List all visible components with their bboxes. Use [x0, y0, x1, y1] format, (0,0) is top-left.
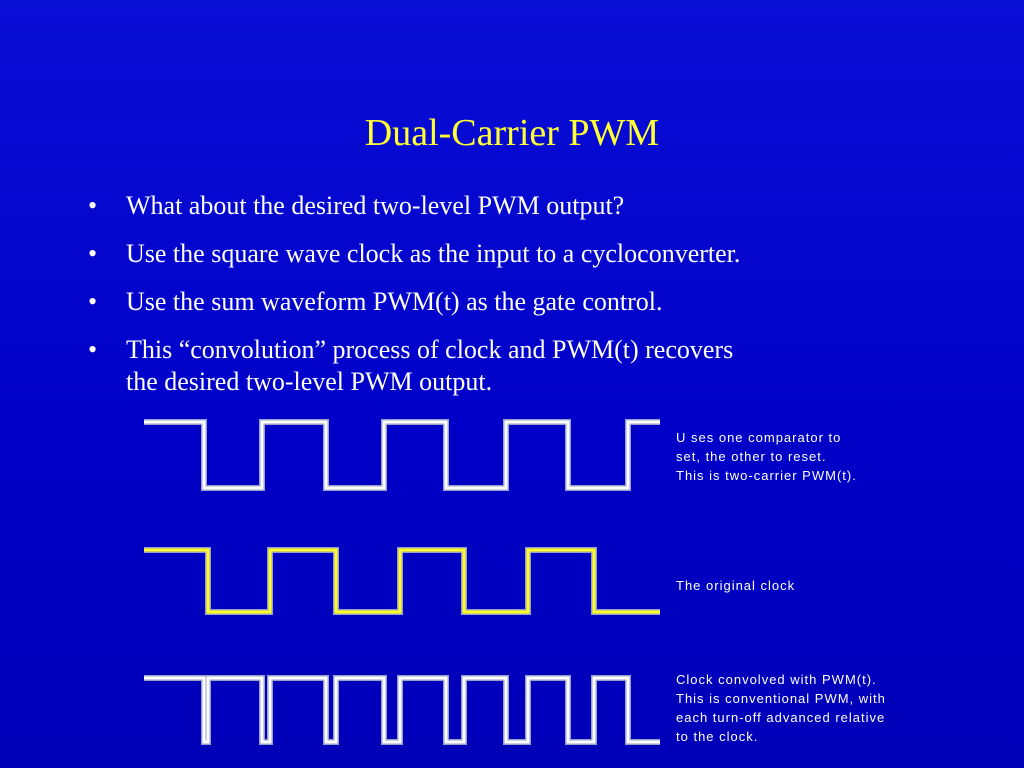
bullet-dot-icon: •	[88, 239, 98, 268]
bullet-dot-icon: •	[88, 287, 98, 316]
pwm-sum-wave-line	[144, 420, 660, 490]
bullet-text: This “convolution” process of clock and …	[126, 335, 734, 364]
convolved-waveform	[144, 675, 660, 745]
convolved-wave-outline	[144, 675, 660, 745]
pwm-sum-wave-outline	[144, 419, 660, 491]
clock-wave-line	[144, 548, 660, 614]
bullet-dot-icon: •	[88, 335, 98, 364]
caption-original-clock: The original clock	[676, 578, 796, 593]
bullet-text: What about the desired two-level PWM out…	[126, 191, 625, 220]
bullet-list: • What about the desired two-level PWM o…	[86, 190, 966, 414]
clock-waveform	[144, 547, 660, 615]
convolved-wave-line	[144, 676, 660, 744]
bullet-text: Use the square wave clock as the input t…	[126, 239, 741, 268]
slide-title: Dual-Carrier PWM	[364, 112, 660, 154]
bullet-item: • This “convolution” process of clock an…	[86, 334, 966, 398]
caption-two-carrier: U ses one comparator to set, the other t…	[676, 430, 857, 483]
caption-convolved: Clock convolved with PWM(t). This is con…	[676, 672, 886, 744]
bullet-dot-icon: •	[88, 191, 98, 220]
clock-wave-outline	[144, 547, 660, 615]
bullet-text: the desired two-level PWM output.	[126, 367, 493, 396]
bullet-item: • Use the square wave clock as the input…	[86, 238, 966, 270]
bullet-text: Use the sum waveform PWM(t) as the gate …	[126, 287, 663, 316]
bullet-item: • Use the sum waveform PWM(t) as the gat…	[86, 286, 966, 318]
pwm-sum-waveform	[144, 419, 660, 491]
bullet-item: • What about the desired two-level PWM o…	[86, 190, 966, 222]
